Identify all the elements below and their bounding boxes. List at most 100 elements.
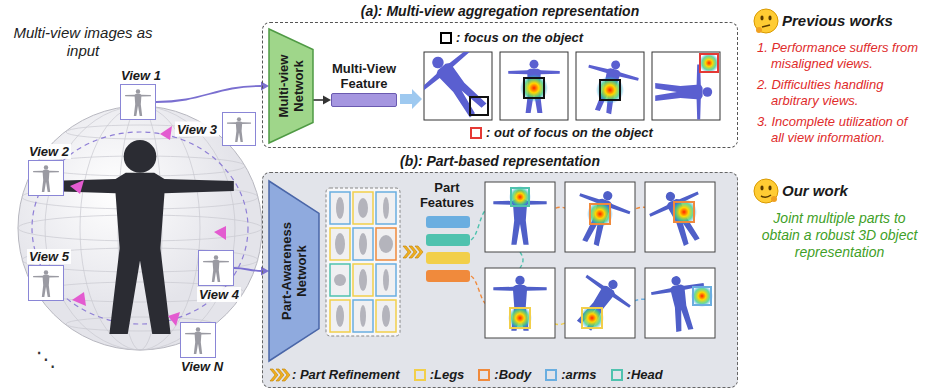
legend-text: :Body [494,367,531,383]
render-image [500,52,568,120]
view-box: View N [180,322,216,358]
view-label: View 3 [175,122,219,137]
thinking-face [760,16,763,21]
render-image [485,182,555,252]
refinement-chevron [409,246,417,258]
legend-swatch [414,369,426,381]
panel-title: (a): Multi-view aggregation representati… [263,3,737,20]
feature-label: Multi-View Feature [321,61,407,91]
render-image [565,268,635,338]
view-thumbnail [33,270,59,297]
legend-text: :Head [627,367,663,383]
legend-text: : Part Refinement [292,367,400,383]
view-thumbnail [120,84,156,120]
render-image [565,182,634,252]
thinking-face [768,186,771,191]
legend-entry: :Legs [414,367,465,383]
part-patch-grid [379,235,393,253]
part-link [471,210,486,240]
part-patch-grid [336,197,344,219]
part-patch-grid [382,305,390,327]
section-title: Previous works [782,12,893,30]
part-patch-grid [353,228,373,260]
part-patch-grid [353,300,373,332]
part-patch-grid [335,233,345,255]
view-thumbnail [125,89,151,116]
part-patch-grid [383,197,389,219]
render-image [508,60,560,113]
legend-text: :Legs [430,367,465,383]
render-image [578,54,642,119]
part-patch-grid [353,264,373,296]
refinement-chevron [403,246,411,258]
connector [234,267,269,276]
render-image [470,97,488,115]
legend-text: : focus on the object [456,30,583,46]
legend-swatch [611,369,623,381]
render-image [565,268,635,338]
part-patch-grid [376,192,396,224]
trapezoid-outline [269,181,319,361]
render-image [580,306,604,330]
thinking-face [754,9,778,33]
legend-entry: :Body [478,367,531,383]
part-patch-grid [326,188,400,336]
render-image [508,60,560,113]
view-box: View 4 [198,250,234,286]
view-sphere [18,106,262,350]
thinking-face [771,196,777,202]
legend-swatch [440,32,452,44]
render-image [508,306,532,330]
limitation-item: 1. Performance suffers from misaligned v… [757,40,922,72]
refinement-chevron [415,246,423,258]
legend-row: : Part Refinement:Legs:Body:arms:Head [268,367,663,383]
view-thumbnail [203,255,229,282]
render-image [645,182,715,252]
render-image [576,52,644,120]
view-label: View 4 [197,287,241,302]
thinking-face [761,195,771,197]
render-image [699,53,719,73]
view-box: View 3 [222,112,256,146]
render-image [565,182,634,252]
section-title: Our work [782,182,848,200]
part-patch-grid [383,269,389,291]
part-link [520,252,523,268]
render-image [596,76,624,104]
view-box: View 5 [28,265,64,301]
render-image [674,202,694,222]
legend-chevron [270,369,278,381]
render-image [671,199,697,225]
view-box: View 2 [28,160,64,196]
view-thumbnail [28,84,256,358]
thinking-face [768,16,771,21]
view-thumbnail [222,112,256,146]
limitation-item: 2. Difficulties handling arbitrary views… [757,77,922,109]
render-image [587,201,613,227]
legend-swatch [470,127,482,139]
render-image [424,52,492,120]
part-feature-bar [426,252,470,264]
thinking-face [754,179,778,203]
render-image [645,182,715,252]
view-box: View 1 [120,84,156,120]
render-image [409,37,720,132]
render-image [652,52,720,120]
camera-marker [72,292,86,306]
human-model [46,140,234,334]
part-patch-grid [330,192,350,224]
part-patch-grid [360,305,366,327]
part-patch-grid [353,192,373,224]
thinking-face [760,186,763,191]
render-image [655,53,719,120]
contribution-text: Joint multiple parts to obtain a robust … [757,210,922,261]
render-image [565,182,634,252]
connector-line [234,268,262,271]
render-image [649,272,713,336]
part-feature-bar [426,270,470,282]
part-patch-grid [326,188,400,336]
render-image [511,188,529,206]
network-trapezoid: Multi-view Network [269,29,313,143]
part-feature-bar [426,234,470,246]
part-patch-grid [330,300,350,332]
